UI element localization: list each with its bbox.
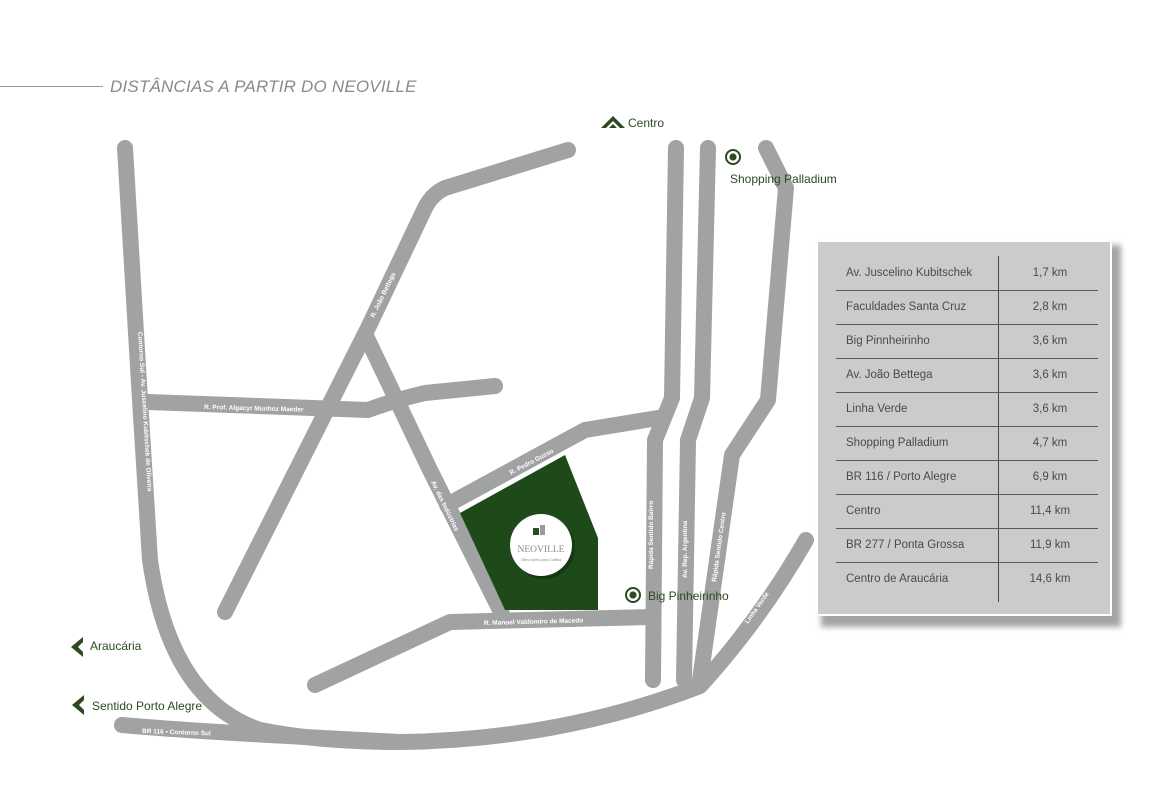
place-distance: 3,6 km: [1032, 403, 1068, 415]
table-row: Centro 11,4 km: [836, 494, 1098, 529]
place-distance: 14,6 km: [1029, 573, 1071, 585]
road-joao-bettega: [217, 142, 576, 620]
place-name: Av. Juscelino Kubitschek: [846, 267, 973, 279]
header-rule: [0, 86, 103, 87]
road-br116: [114, 532, 814, 750]
table-row: Big Pinnheirinho 3,6 km: [836, 324, 1098, 359]
page-title: DISTÂNCIAS A PARTIR DO NEOVILLE: [110, 77, 417, 96]
place-name: Centro de Araucária: [846, 573, 949, 585]
place-name: Linha Verde: [846, 403, 908, 415]
table-row: BR 277 / Ponta Grossa 11,9 km: [836, 528, 1098, 563]
road-label-br116: BR 116 • Contorno Sul: [142, 728, 211, 737]
table-divider: [998, 256, 999, 602]
table-row: Av. João Bettega 3,6 km: [836, 358, 1098, 393]
place-name: Faculdades Santa Cruz: [846, 301, 967, 313]
road-algacyr-maeder: [140, 378, 503, 418]
road-rep-argentina: [676, 140, 716, 688]
road-label-rep-argentina: Av. Rep. Argentina: [682, 520, 689, 578]
road-rapida-bairro: [645, 140, 684, 688]
place-name: BR 116 / Porto Alegre: [846, 471, 957, 483]
road-label-algacyr-maeder: R. Prof. Algacyr Munhoz Maeder: [204, 404, 304, 414]
place-distance: 6,9 km: [1032, 471, 1068, 483]
centro-marker: [601, 116, 625, 128]
place-distance: 2,8 km: [1032, 301, 1068, 313]
neoville-logo-badge: [510, 514, 572, 576]
place-distance: 3,6 km: [1032, 335, 1068, 347]
place-distance: 11,9 km: [1029, 539, 1071, 551]
table-row: Centro de Araucária 14,6 km: [836, 562, 1098, 596]
place-name: BR 277 / Ponta Grossa: [846, 539, 965, 551]
road-label-valdomiro-macedo: R. Manoel Valdomiro de Macedo: [484, 617, 584, 627]
place-distance: 11,4 km: [1029, 505, 1071, 517]
neoville-logo-icon: [533, 525, 545, 535]
place-distance: 4,7 km: [1032, 437, 1068, 449]
road-contorno-sul: [117, 140, 408, 750]
road-valdomiro-macedo: [307, 609, 658, 693]
neoville-logo-tagline: Ótimo bairro para Curitiba: [521, 557, 561, 562]
big-label: Big Pinheirinho: [648, 589, 729, 603]
porto-alegre-arrow-icon: [72, 695, 85, 715]
table-row: Av. Juscelino Kubitschek 1,7 km: [836, 256, 1098, 291]
araucaria-label: Araucária: [90, 639, 142, 653]
porto-alegre-label: Sentido Porto Alegre: [92, 699, 202, 713]
place-name: Shopping Palladium: [846, 437, 949, 449]
table-row: Linha Verde 3,6 km: [836, 392, 1098, 427]
road-label-rapida-bairro: Rápida Sentido Bairro: [648, 501, 655, 569]
centro-label: Centro: [628, 116, 664, 130]
road-pedro-gusso: [439, 410, 666, 513]
table-row: BR 116 / Porto Alegre 6,9 km: [836, 460, 1098, 495]
shopping-marker-icon: [725, 149, 741, 165]
road-rapida-centro: [692, 140, 794, 688]
place-distance: 1,7 km: [1032, 267, 1068, 279]
place-name: Big Pinnheirinho: [846, 335, 930, 347]
place-name: Centro: [846, 505, 881, 517]
place-distance: 3,6 km: [1032, 369, 1068, 381]
place-name: Av. João Bettega: [846, 369, 933, 381]
araucaria-arrow-icon: [71, 637, 84, 657]
big-marker-icon: [625, 587, 641, 603]
neoville-logo-name: NEOVILLE: [518, 545, 565, 555]
table-row: Faculdades Santa Cruz 2,8 km: [836, 290, 1098, 325]
table-row: Shopping Palladium 4,7 km: [836, 426, 1098, 461]
distance-table: Av. Juscelino Kubitschek 1,7 km Faculdad…: [816, 240, 1112, 616]
shopping-label: Shopping Palladium: [730, 172, 837, 186]
road-av-industrias: [359, 330, 513, 628]
